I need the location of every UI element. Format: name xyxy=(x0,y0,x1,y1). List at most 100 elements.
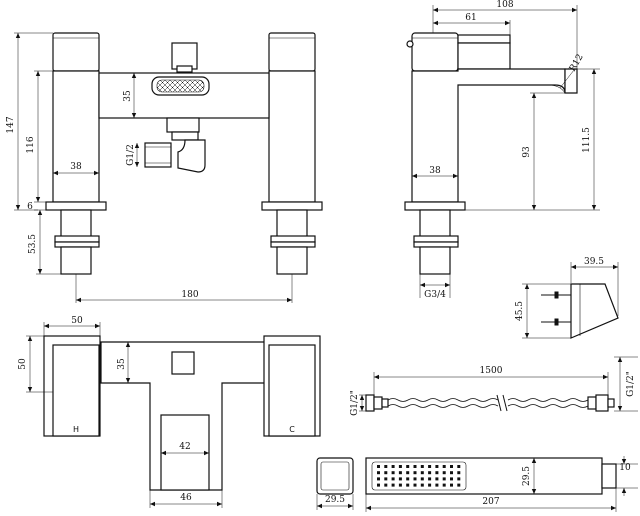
cold-label: C xyxy=(289,425,295,434)
dim-hose-thread-right: G1/2" xyxy=(626,371,636,397)
handset-dimensions: 207 29.5 10 xyxy=(365,456,638,512)
dim-handset-neck: 10 xyxy=(619,463,631,473)
nozzle xyxy=(406,471,410,475)
nozzle xyxy=(377,477,380,481)
shower-outlet-fitting xyxy=(144,117,206,173)
nozzle xyxy=(428,471,432,475)
handset-nozzles xyxy=(377,465,461,487)
nozzle xyxy=(384,471,388,475)
wall-bracket-dimensions: 39.5 45.5 xyxy=(515,257,619,339)
dim-handset-length: 207 xyxy=(482,497,499,507)
nozzle xyxy=(435,477,439,481)
nozzle xyxy=(377,483,380,487)
nozzle xyxy=(413,471,417,475)
nozzle xyxy=(435,483,439,487)
nozzle xyxy=(450,483,453,487)
front-right-pillar xyxy=(261,32,323,275)
plan-diverter-knob xyxy=(171,351,195,375)
dim-bracket-width: 39.5 xyxy=(584,257,604,267)
shower-handset xyxy=(365,457,617,495)
nozzle xyxy=(391,471,395,475)
nozzle xyxy=(420,465,424,468)
plan-view: H C xyxy=(43,335,321,491)
nozzle xyxy=(398,483,402,487)
nozzle xyxy=(377,471,380,475)
nozzle xyxy=(413,465,417,468)
nozzle xyxy=(442,483,446,487)
side-view-dimensions: 108 61 R12 111.5 93 38 G3/4 xyxy=(412,0,600,300)
dim-front-height-body: 116 xyxy=(26,136,36,153)
nozzle xyxy=(435,471,439,475)
dim-side-leg-width: 38 xyxy=(429,166,441,176)
nozzle xyxy=(384,477,388,481)
dim-holder-width: 29.5 xyxy=(325,495,345,505)
nozzle xyxy=(377,465,380,468)
nozzle xyxy=(457,477,461,481)
nozzle xyxy=(442,471,446,475)
nozzle xyxy=(406,477,410,481)
nozzle xyxy=(413,477,417,481)
nozzle xyxy=(428,483,432,487)
nozzle xyxy=(457,471,461,475)
holder-dimensions: 29.5 xyxy=(316,494,354,510)
dim-bracket-height: 45.5 xyxy=(515,301,525,321)
dim-side-thread: G3/4 xyxy=(424,290,446,300)
front-left-pillar xyxy=(45,32,107,275)
front-view xyxy=(45,32,323,275)
nozzle xyxy=(391,465,395,468)
nozzle xyxy=(442,465,446,468)
dim-plan-spout-outer: 46 xyxy=(180,493,192,503)
nozzle xyxy=(406,483,410,487)
hot-label: H xyxy=(73,425,79,434)
nozzle xyxy=(391,477,395,481)
dim-side-radius: R12 xyxy=(568,53,586,74)
nozzle xyxy=(435,465,439,468)
dim-hose-thread-left: G1/2" xyxy=(350,390,360,416)
nozzle xyxy=(384,465,388,468)
nozzle xyxy=(428,477,432,481)
front-view-dimensions: 147 116 6 53.5 38 35 G1/2 180 xyxy=(6,32,293,303)
shower-hose xyxy=(365,394,615,412)
dim-front-height-total: 147 xyxy=(6,116,16,133)
plan-view-dimensions: 50 50 35 42 46 xyxy=(18,316,223,508)
side-view xyxy=(404,32,578,275)
dim-front-base-gap: 6 xyxy=(27,202,33,212)
dim-plan-handle-width: 50 xyxy=(71,316,83,326)
wall-bracket xyxy=(541,283,619,339)
dim-plan-handle-depth: 50 xyxy=(18,358,28,370)
nozzle xyxy=(450,465,453,468)
shower-holder xyxy=(316,457,354,495)
dim-front-spout-height: 35 xyxy=(123,90,133,102)
dim-side-height-body: 93 xyxy=(522,146,532,158)
dim-front-tail-length: 53.5 xyxy=(28,234,38,254)
nozzle xyxy=(398,465,402,468)
nozzle xyxy=(398,477,402,481)
dim-plan-spout-inner: 42 xyxy=(179,442,190,452)
nozzle xyxy=(384,483,388,487)
diverter-knob xyxy=(171,42,198,70)
nozzle xyxy=(391,483,395,487)
nozzle xyxy=(420,477,424,481)
dim-diverter-thread: G1/2 xyxy=(126,144,136,166)
dim-handset-height: 29.5 xyxy=(522,466,532,486)
hose-dimensions: 1500 G1/2" G1/2" xyxy=(350,356,638,416)
dim-front-leg-width: 38 xyxy=(70,162,82,172)
nozzle xyxy=(457,465,461,468)
nozzle xyxy=(406,465,410,468)
dim-side-depth: 108 xyxy=(496,0,513,10)
dim-front-width: 180 xyxy=(181,290,198,300)
dim-hose-length: 1500 xyxy=(480,366,503,376)
nozzle xyxy=(428,465,432,468)
nozzle xyxy=(413,483,417,487)
nozzle xyxy=(420,471,424,475)
dim-side-height-total: 111.5 xyxy=(582,127,592,153)
dim-side-spout-reach: 61 xyxy=(465,13,476,23)
nozzle xyxy=(457,483,461,487)
nozzle xyxy=(450,471,453,475)
nozzle xyxy=(398,471,402,475)
nozzle xyxy=(420,483,424,487)
dim-plan-diverter-offset: 35 xyxy=(117,358,127,370)
nozzle xyxy=(442,477,446,481)
nozzle xyxy=(450,477,453,481)
